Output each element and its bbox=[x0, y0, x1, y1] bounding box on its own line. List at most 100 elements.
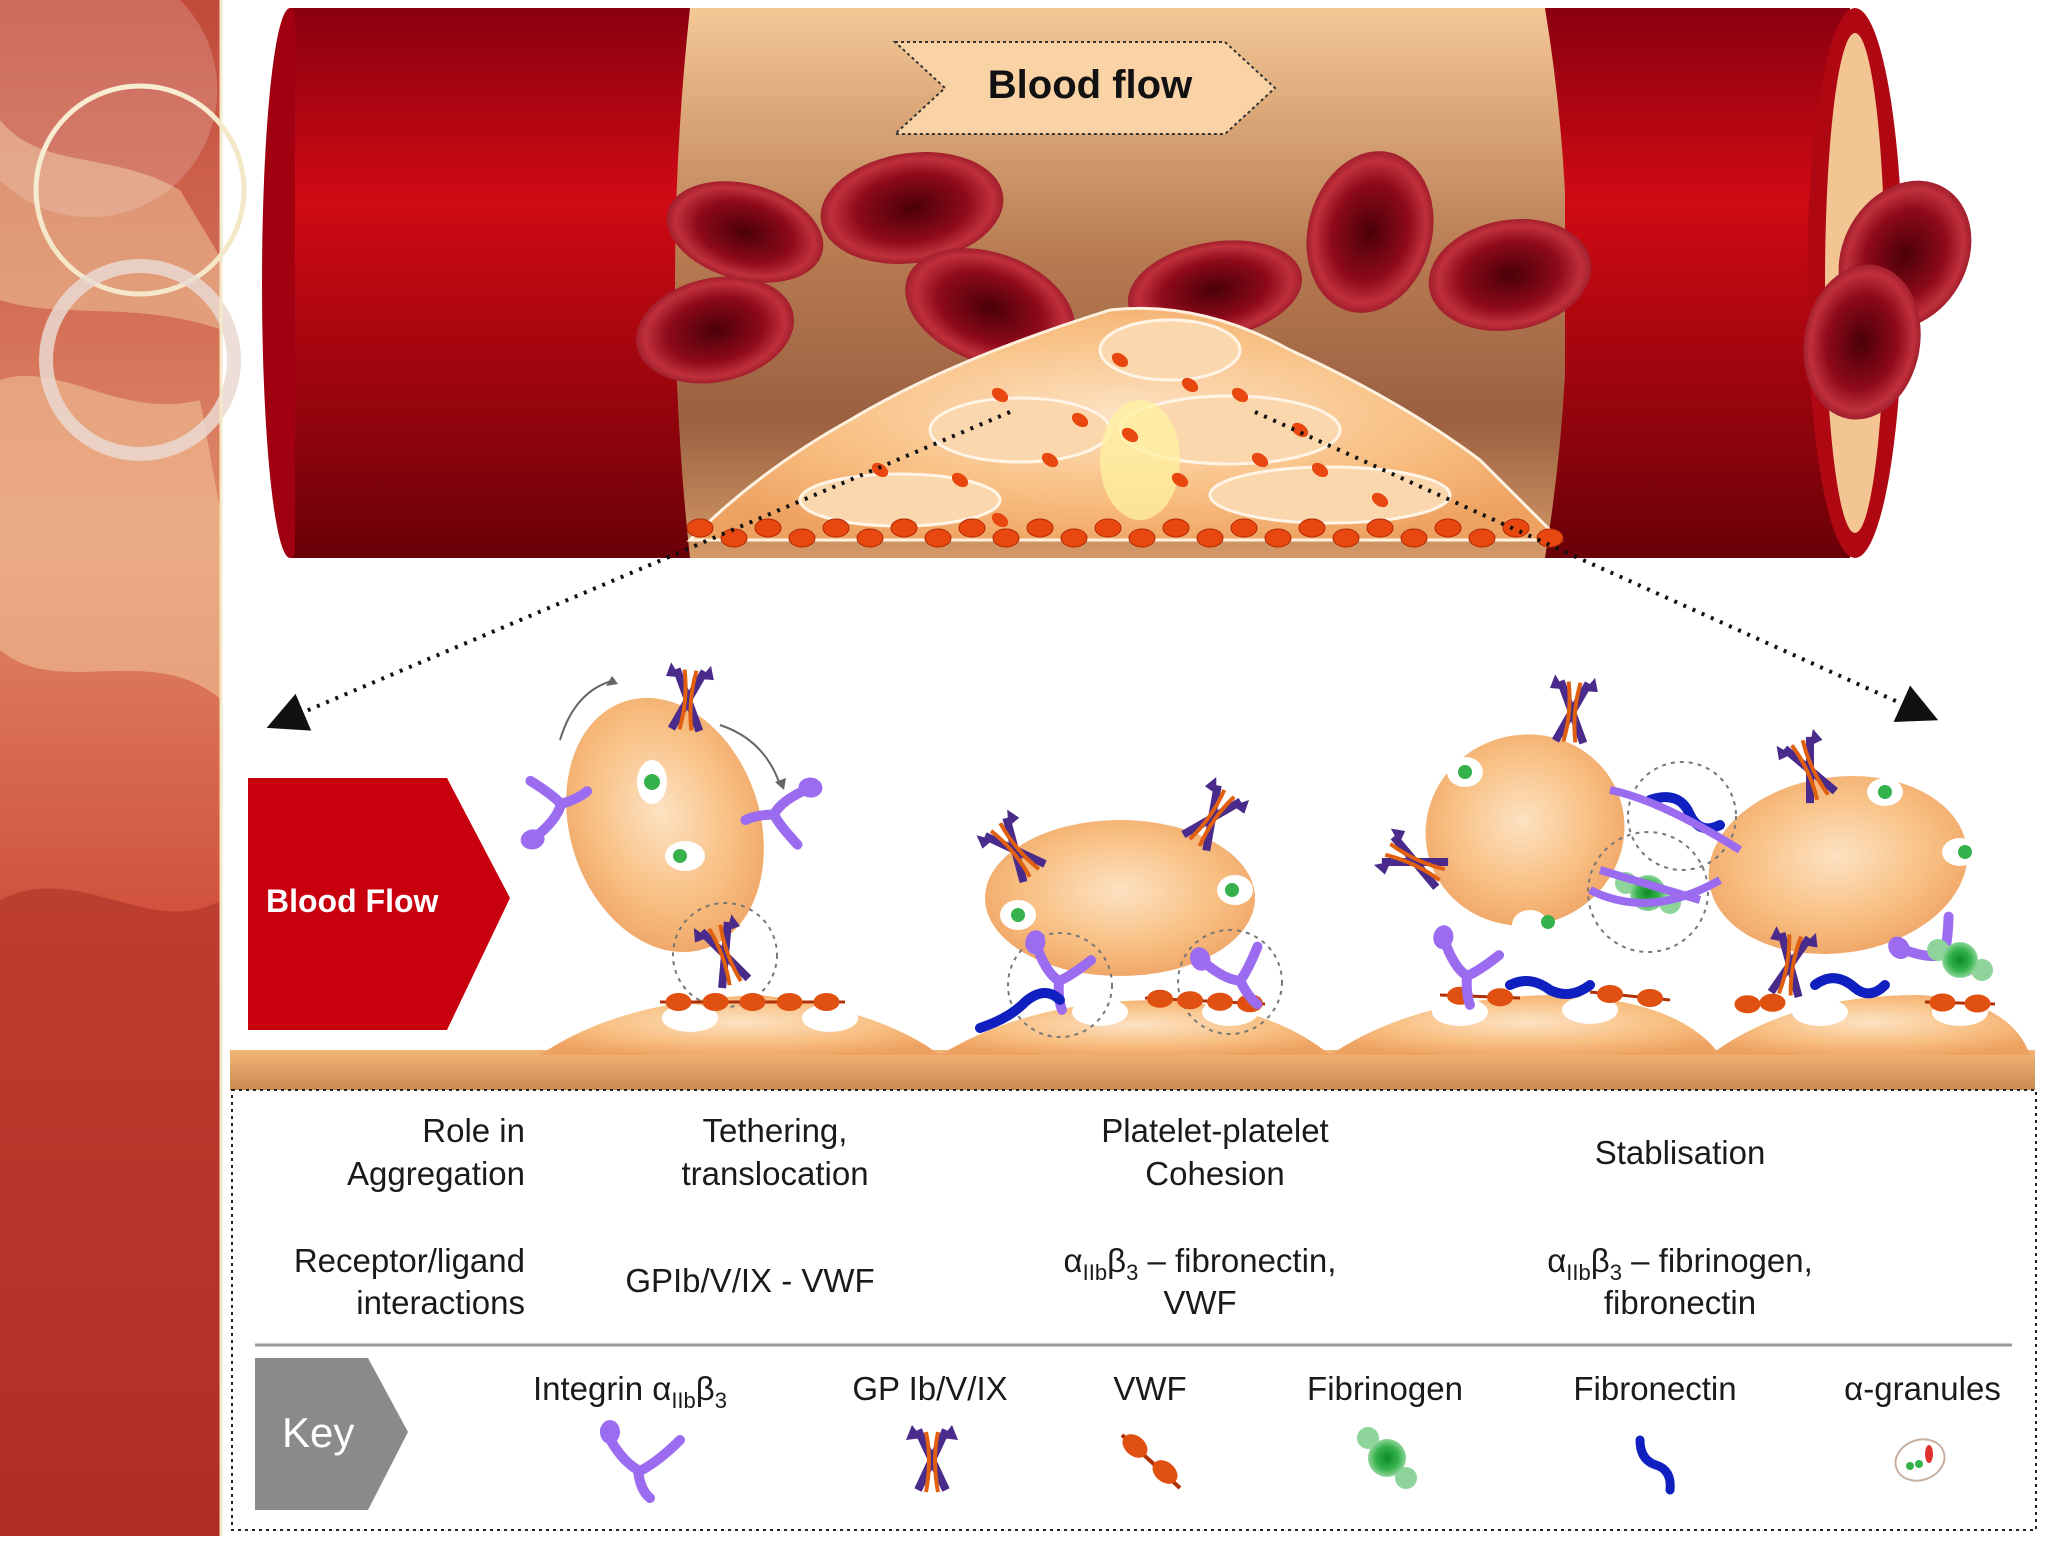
tethering-interaction: GPIb/V/IX - VWF bbox=[625, 1262, 875, 1299]
vwf-bead bbox=[871, 462, 889, 478]
vwf-bead bbox=[1128, 528, 1156, 548]
vwf-bead bbox=[1291, 422, 1309, 438]
interaction-header-line2: interactions bbox=[356, 1284, 525, 1321]
vwf-bead bbox=[1231, 387, 1249, 403]
vwf-key-label: VWF bbox=[1113, 1370, 1187, 1407]
gp-ib-v-ix-receptor bbox=[976, 809, 1047, 884]
integrin-bridge bbox=[1609, 786, 1743, 854]
stabilisation-role: Stablisation bbox=[1594, 1134, 1766, 1171]
vwf-bead bbox=[720, 528, 748, 548]
cohesion-interaction-ligands: – fibronectin, bbox=[1138, 1242, 1337, 1279]
alpha-symbol: α bbox=[1547, 1242, 1567, 1279]
fibronectin-key-icon bbox=[1635, 1435, 1675, 1495]
vessel-wall bbox=[230, 995, 2035, 1090]
fibrinogen-key-icon bbox=[1357, 1427, 1417, 1489]
vwf-bead bbox=[951, 472, 969, 488]
vwf-bead bbox=[1371, 492, 1389, 508]
vwf-bead bbox=[1502, 518, 1530, 538]
vwf-key-icon bbox=[1120, 1433, 1182, 1490]
key-arrow bbox=[255, 1358, 408, 1510]
vwf-bead bbox=[1230, 518, 1258, 538]
vwf-bead bbox=[890, 518, 918, 538]
blood-flow-arrow-label: Blood Flow bbox=[266, 883, 439, 919]
vwf-bead bbox=[1060, 528, 1088, 548]
integrin-bridge bbox=[1588, 866, 1722, 907]
vwf-bead bbox=[1434, 518, 1462, 538]
tethering-role-line1: Tethering, bbox=[702, 1112, 848, 1149]
gp-ib-v-ix-receptor bbox=[666, 662, 714, 733]
integrin-receptor bbox=[1433, 925, 1505, 1010]
zoom-line-right bbox=[1254, 410, 1939, 723]
vwf-bead bbox=[991, 512, 1009, 528]
interaction-header-line1: Receptor/ligand bbox=[293, 1242, 525, 1279]
role-header-line2: Aggregation bbox=[347, 1155, 525, 1192]
integrin-key-icon bbox=[600, 1420, 685, 1503]
vwf-beads-in-vessel bbox=[686, 352, 1564, 548]
vwf-bead bbox=[1111, 352, 1129, 368]
vwf-bead bbox=[991, 387, 1009, 403]
key-label: Key bbox=[282, 1409, 355, 1456]
three-subscript: 3 bbox=[714, 1388, 728, 1413]
vwf-bead bbox=[1366, 518, 1394, 538]
alpha-symbol: α bbox=[652, 1370, 672, 1407]
gp-ib-v-ix-receptor bbox=[1373, 828, 1449, 890]
integrin-key-label: Integrin αIIbβ3 bbox=[500, 1370, 760, 1414]
vwf-bead bbox=[856, 528, 884, 548]
gp-ib-v-ix-receptor bbox=[1550, 674, 1598, 745]
receptor-and-ligand-layer bbox=[520, 662, 1996, 1033]
fibrinogen-molecule bbox=[1927, 939, 1993, 981]
gp-ib-v-ix-receptor bbox=[1776, 728, 1838, 804]
vwf-bead bbox=[1264, 528, 1292, 548]
gp-ib-v-ix-key-label: GP Ib/V/IX bbox=[852, 1370, 1008, 1407]
vwf-bead bbox=[1094, 518, 1122, 538]
vwf-bead bbox=[1400, 528, 1428, 548]
vwf-bead bbox=[1251, 452, 1269, 468]
vwf-bead bbox=[822, 518, 850, 538]
deco-ring-small bbox=[39, 259, 241, 461]
red-blood-cell bbox=[1803, 264, 1921, 420]
red-blood-cell bbox=[820, 152, 1004, 264]
vwf-bead bbox=[754, 518, 782, 538]
vwf-bead bbox=[1311, 462, 1329, 478]
vwf-chain bbox=[660, 993, 845, 1011]
red-blood-cells bbox=[636, 151, 1972, 420]
iib-subscript: IIb bbox=[1566, 1260, 1591, 1285]
tethering-platelet bbox=[559, 676, 786, 1008]
cohesion-role-line1: Platelet-platelet bbox=[1101, 1112, 1329, 1149]
gp-ib-v-ix-receptor bbox=[1767, 926, 1818, 999]
vwf-chain bbox=[1924, 993, 1996, 1013]
thrombus bbox=[686, 306, 1564, 542]
vwf-bead bbox=[1298, 518, 1326, 538]
blood-flow-arrow bbox=[248, 778, 510, 1030]
tethering-role-line2: translocation bbox=[681, 1155, 869, 1192]
cohesion-role-line2: Cohesion bbox=[1145, 1155, 1285, 1192]
stabilisation-interaction-ligands: – fibrinogen, bbox=[1621, 1242, 1813, 1279]
gp-ib-v-ix-receptor bbox=[1181, 777, 1250, 852]
alpha-granule-key-icon bbox=[1894, 1438, 1946, 1482]
three-subscript: 3 bbox=[1126, 1260, 1139, 1285]
vwf-bead bbox=[788, 528, 816, 548]
blood-flow-banner bbox=[892, 41, 1277, 135]
deco-ring-large bbox=[33, 83, 247, 297]
integrin-receptor bbox=[1189, 941, 1263, 1010]
iib-subscript: IIb bbox=[1082, 1260, 1108, 1285]
alpha-granules-key-label: α-granules bbox=[1844, 1370, 2001, 1407]
red-blood-cell bbox=[1428, 218, 1592, 332]
stabilisation-platelets bbox=[1425, 734, 1978, 955]
fibronectin-strand bbox=[975, 988, 1065, 1033]
vwf-bead bbox=[958, 518, 986, 538]
gp-ib-v-ix-receptor bbox=[693, 914, 752, 989]
integrin-receptor bbox=[740, 777, 823, 850]
vwf-chain bbox=[1734, 993, 1786, 1014]
fibronectin-strand bbox=[1505, 976, 1595, 999]
zoom-line-left bbox=[266, 410, 1011, 731]
blood-flow-banner-label: Blood flow bbox=[987, 63, 1193, 107]
beta-symbol: β bbox=[1590, 1242, 1610, 1279]
vwf-bead bbox=[1071, 412, 1089, 428]
vwf-bead bbox=[1536, 528, 1564, 548]
stabilisation-interaction-line2: fibronectin bbox=[1603, 1284, 1757, 1321]
vwf-bead bbox=[1171, 472, 1189, 488]
vwf-bead bbox=[924, 528, 952, 548]
